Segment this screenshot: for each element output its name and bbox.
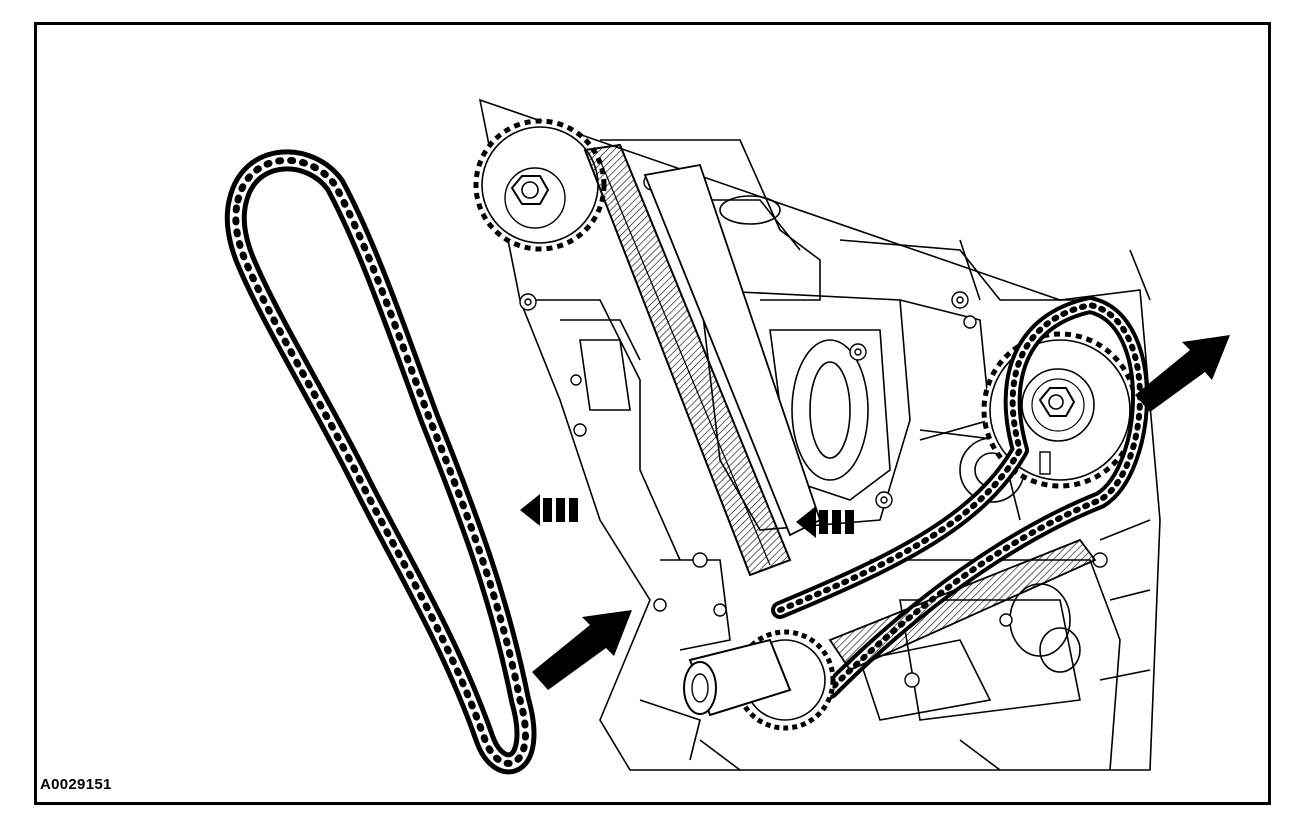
chain-guide-rail [583,143,822,577]
callout-arrow-upper [1135,335,1230,412]
removal-arrow-center [796,506,854,538]
lower-tensioner-arm [828,538,1097,672]
installed-timing-chain [771,296,1149,699]
figure-reference-code: A0029151 [40,776,112,793]
crankshaft-sprocket [683,629,836,731]
upper-cam-sprocket [473,118,607,252]
removed-timing-chain [224,149,537,775]
removal-arrow-left [520,494,578,526]
callout-arrow-lower [532,610,632,690]
